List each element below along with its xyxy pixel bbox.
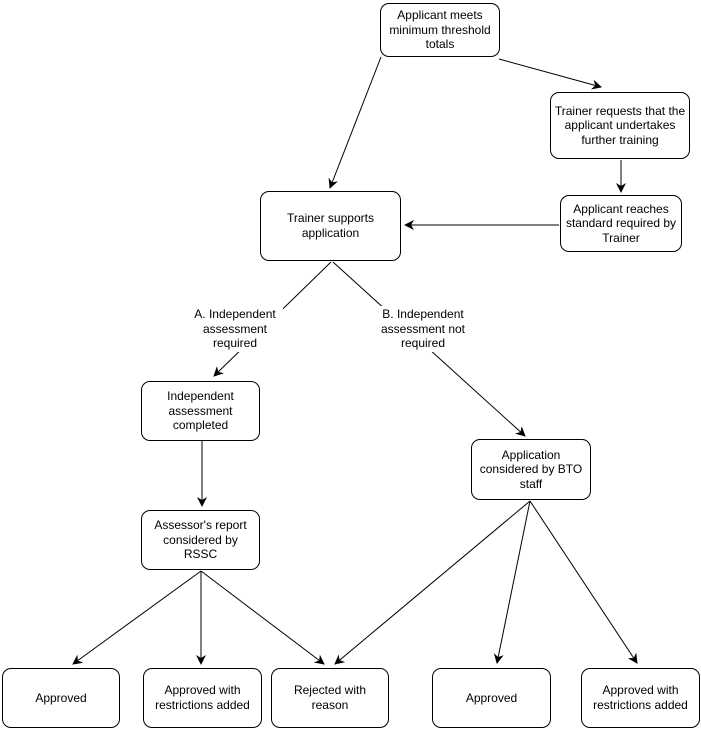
node-independent-assessment-completed: Independent assessment completed	[141, 381, 260, 441]
node-label: Application considered by BTO staff	[479, 447, 583, 491]
node-application-considered-bto: Application considered by BTO staff	[471, 439, 591, 500]
edge-bto-staff-to-rejected	[334, 500, 531, 665]
node-approved-right: Approved	[432, 668, 551, 728]
edge-assessors-report-to-rejected	[200, 570, 325, 665]
node-approved-left: Approved	[2, 668, 120, 728]
node-label: Assessor's report considered by RSSC	[154, 518, 247, 562]
edge-bto-staff-to-approved-right	[493, 500, 531, 664]
node-label: Trainer supports application	[287, 211, 374, 240]
node-applicant-reaches-standard: Applicant reaches standard required by T…	[560, 195, 682, 252]
node-assessors-report-rssc: Assessor's report considered by RSSC	[141, 510, 260, 570]
node-trainer-requests-training: Trainer requests that the applicant unde…	[550, 92, 690, 159]
node-approved-restrictions-right: Approved with restrictions added	[581, 668, 700, 728]
node-rejected-with-reason: Rejected with reason	[271, 668, 389, 728]
node-label: Approved with restrictions added	[593, 683, 688, 712]
node-label: Approved	[465, 690, 518, 705]
node-label: Applicant meets minimum threshold totals	[389, 8, 491, 52]
edge-bto-staff-to-approved-restrictions-right	[529, 500, 638, 664]
node-applicant-meets-threshold: Applicant meets minimum threshold totals	[380, 3, 500, 57]
node-label: Applicant reaches standard required by T…	[565, 201, 677, 245]
node-label: Approved	[35, 690, 87, 705]
edge-threshold-to-trainer-requests	[498, 58, 602, 90]
node-label: Approved with restrictions added	[155, 683, 250, 712]
node-label: Trainer requests that the applicant unde…	[554, 103, 686, 147]
edge-threshold-to-trainer-supports	[328, 56, 382, 189]
node-label: Rejected with reason	[293, 683, 367, 712]
edge-assessors-report-to-approved-left	[72, 570, 202, 665]
node-approved-restrictions-left: Approved with restrictions added	[143, 668, 262, 728]
node-label: Independent assessment completed	[167, 389, 234, 433]
node-trainer-supports-application: Trainer supports application	[260, 191, 401, 261]
edge-label-branch-b: B. Independent assessment not required	[375, 306, 471, 352]
edge-label-branch-a: A. Independent assessment required	[187, 306, 283, 352]
